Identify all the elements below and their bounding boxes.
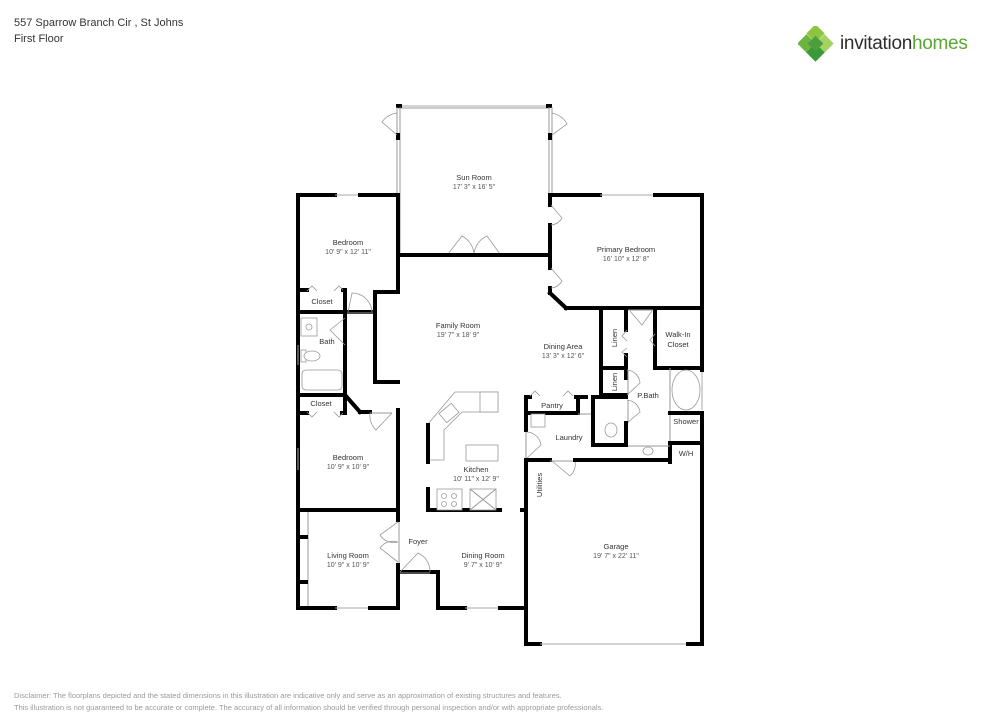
- dims-kitchen: 10' 11" x 12' 9": [453, 476, 499, 483]
- label-bedroom-2: Bedroom: [333, 453, 363, 462]
- bedroom-2: [296, 448, 400, 512]
- closet-bath-block: [296, 285, 400, 610]
- dims-primary-bedroom: 16' 10" x 12' 8": [603, 256, 650, 263]
- green-diamond-cluster-icon: [798, 26, 834, 62]
- label-walk-in-closet: Walk-In: [665, 330, 690, 339]
- label-living-room: Living Room: [327, 551, 369, 560]
- bedroom-1: [296, 193, 400, 314]
- dims-family-room: 19' 7" x 18' 9": [437, 332, 480, 339]
- label-linen-2: Linen: [610, 373, 619, 391]
- label-foyer: Foyer: [408, 537, 428, 546]
- label-walk-in-closet-2: Closet: [667, 340, 689, 349]
- label-closet-1: Closet: [311, 297, 333, 306]
- label-closet-2: Closet: [310, 399, 332, 408]
- label-wh: W/H: [679, 449, 694, 458]
- label-pantry: Pantry: [541, 401, 563, 410]
- label-p-bath: P.Bath: [637, 391, 659, 400]
- label-kitchen: Kitchen: [463, 465, 488, 474]
- label-primary-bedroom: Primary Bedroom: [597, 245, 655, 254]
- label-sun-room: Sun Room: [456, 173, 491, 182]
- label-utilities: Utilities: [535, 473, 544, 497]
- dims-bedroom-2: 10' 9" x 10' 9": [327, 464, 370, 471]
- label-linen-1: Linen: [610, 329, 619, 347]
- label-bath: Bath: [319, 337, 334, 346]
- disclaimer-line-1: Disclaimer: The floorplans depicted and …: [14, 691, 562, 700]
- kitchen: [426, 391, 502, 512]
- foyer: [396, 552, 528, 610]
- label-shower: Shower: [673, 417, 699, 426]
- primary-suite: [599, 308, 704, 464]
- label-garage: Garage: [603, 542, 628, 551]
- floor-label: First Floor: [14, 33, 64, 45]
- label-dining-room: Dining Room: [461, 551, 504, 560]
- label-bedroom-1: Bedroom: [333, 238, 363, 247]
- brand-name: invitationhomes: [840, 33, 968, 54]
- label-family-room: Family Room: [436, 321, 480, 330]
- disclaimer: Disclaimer: The floorplans depicted and …: [14, 690, 603, 714]
- label-laundry: Laundry: [555, 433, 582, 442]
- dims-sun-room: 17' 3" x 16' 5": [453, 184, 496, 191]
- pantry-laundry: [524, 390, 672, 646]
- label-dining-area: Dining Area: [544, 342, 584, 351]
- dims-garage: 19' 7" x 22' 11": [593, 553, 639, 560]
- garage: [524, 460, 704, 646]
- dims-living-room: 10' 9" x 10' 9": [327, 562, 370, 569]
- primary-bedroom: [396, 193, 704, 372]
- property-address: 557 Sparrow Branch Cir , St Johns: [14, 17, 184, 29]
- dims-bedroom-1: 10' 9" x 12' 11": [325, 249, 371, 256]
- dims-dining-area: 13' 3" x 12' 6": [542, 353, 585, 360]
- brand-logo: invitationhomes: [798, 26, 968, 62]
- closet-2: [296, 392, 400, 522]
- living-room: [296, 512, 400, 610]
- disclaimer-line-2: This illustration is not guaranteed to b…: [14, 703, 604, 712]
- header: 557 Sparrow Branch Cir , St Johns First …: [14, 15, 183, 47]
- dims-dining-room: 9' 7" x 10' 9": [464, 562, 503, 569]
